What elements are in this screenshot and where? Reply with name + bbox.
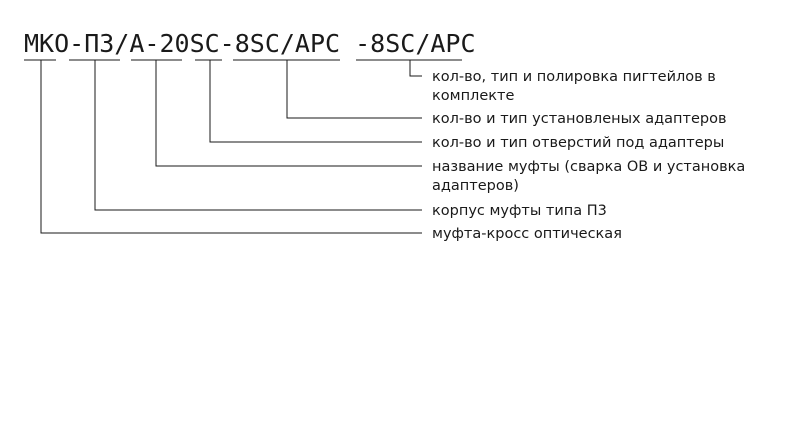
label-closure-name-line-2: адаптеров) [432,178,519,194]
label-installed-adapters: кол-во и тип установленых адаптеров [432,111,727,127]
leader-line-housing [94,60,422,211]
label-cross-closure: муфта-кросс оптическая [432,226,622,242]
label-pigtails: кол-во, тип и полировка пигтейлов в комп… [432,69,720,104]
label-closure-name-line-1: название муфты (сварка ОВ и установка [432,159,745,175]
leader-line-cross-closure [40,60,422,234]
leader-line-adapter-holes [209,60,422,143]
label-adapter-holes: кол-во и тип отверстий под адаптеры [432,135,724,151]
label-housing: корпус муфты типа П3 [432,203,607,219]
leader-line-closure-name [155,60,422,167]
leader-line-pigtails [409,60,422,77]
product-code: МКО-П3/А-20SC-8SC/APC -8SC/APC [24,29,476,58]
leader-line-installed-adapters [286,60,422,119]
label-pigtails-line-2: комплекте [432,88,514,104]
label-closure-name: название муфты (сварка ОВ и установка ад… [432,159,750,194]
label-pigtails-line-1: кол-во, тип и полировка пигтейлов в [432,69,716,85]
